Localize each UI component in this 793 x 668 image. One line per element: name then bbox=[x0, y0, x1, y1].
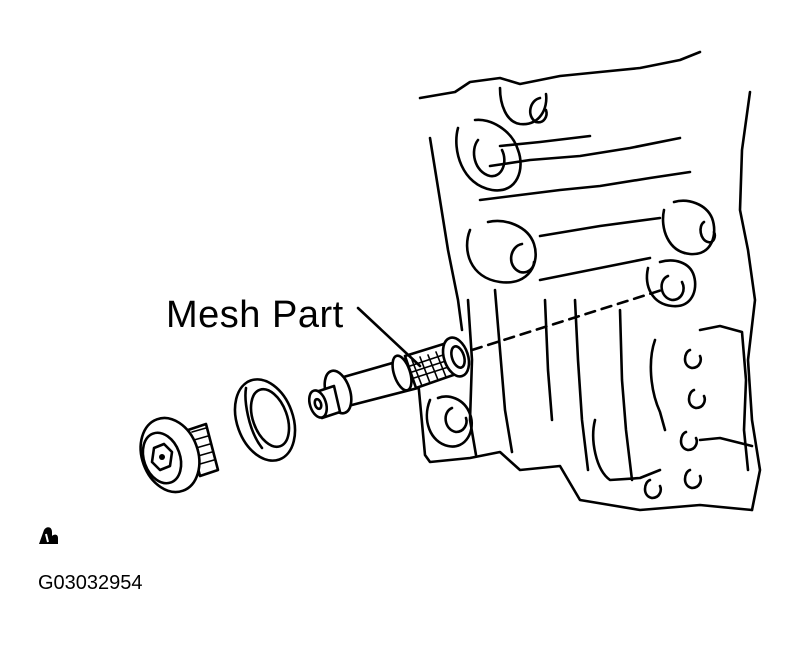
plug-bolt bbox=[139, 416, 220, 494]
label-leader-line bbox=[356, 306, 422, 368]
valve-body-housing bbox=[416, 50, 762, 512]
alignment-line bbox=[470, 288, 664, 352]
mesh-part-label: Mesh Part bbox=[166, 294, 344, 336]
oil-strainer bbox=[307, 336, 471, 420]
gasket-ring bbox=[233, 378, 297, 462]
figure-code: G03032954 bbox=[38, 572, 143, 594]
torque-wrench-icon bbox=[39, 527, 58, 544]
